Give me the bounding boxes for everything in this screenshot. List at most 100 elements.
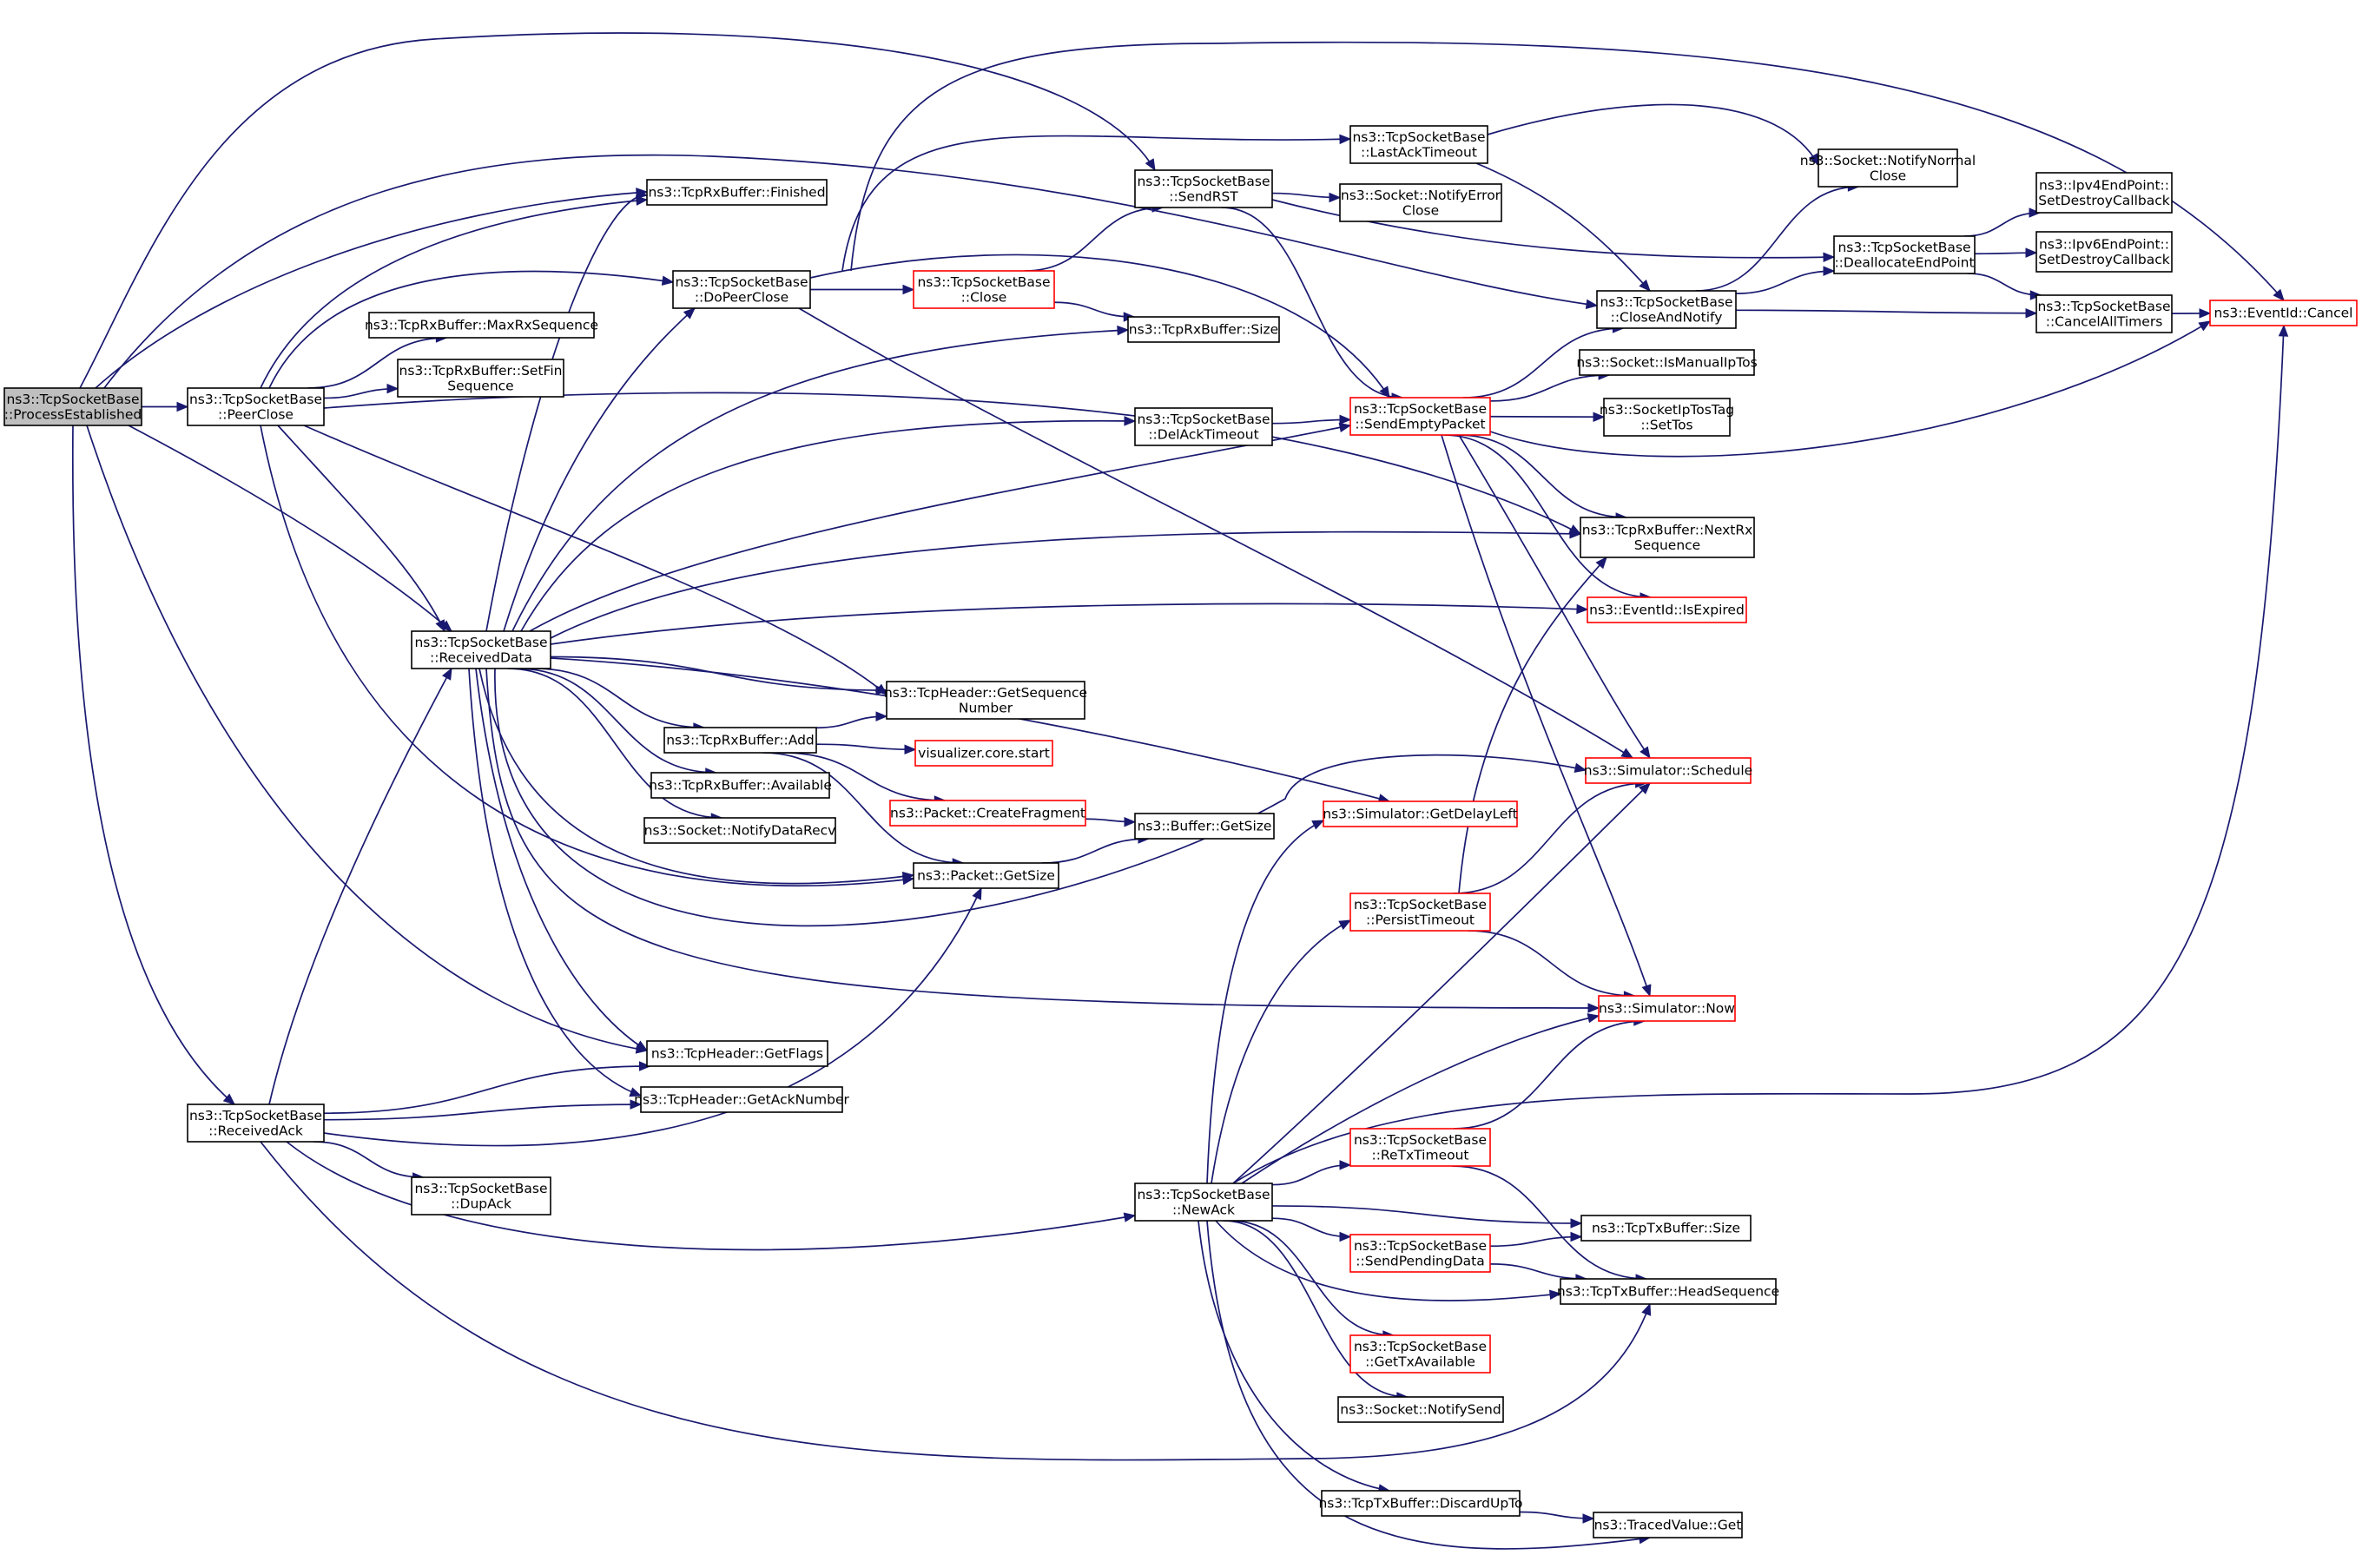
node-now[interactable]: ns3::Simulator::Now [1598, 995, 1736, 1022]
node-label-line: ns3::Simulator::Schedule [1584, 763, 1752, 779]
node-ra[interactable]: ns3::TcpSocketBase::ReceivedAck [187, 1104, 325, 1143]
call-edge-pc-pgs [260, 425, 914, 887]
node-gf[interactable]: ns3::TcpHeader::GetFlags [646, 1040, 828, 1067]
call-edge-pc-dpc [268, 270, 674, 389]
node-pt[interactable]: ns3::TcpSocketBase::PersistTimeout [1349, 893, 1491, 932]
node-sep[interactable]: ns3::TcpSocketBase::SendEmptyPacket [1349, 397, 1491, 436]
call-edge-na-ec [1232, 325, 2285, 1184]
call-edge-ra-rd [268, 668, 452, 1105]
node-label-line: ns3::TcpTxBuffer::Size [1592, 1221, 1740, 1236]
node-i6[interactable]: ns3::Ipv6EndPoint::SetDestroyCallback [2035, 231, 2173, 273]
node-dat[interactable]: ns3::TcpSocketBase::DelAckTimeout [1134, 407, 1273, 446]
node-pc[interactable]: ns3::TcpSocketBase::PeerClose [187, 387, 325, 426]
node-tvg[interactable]: ns3::TracedValue::Get [1593, 1512, 1743, 1538]
node-box [1603, 398, 1731, 437]
edge-arrowhead [635, 188, 649, 200]
node-ndr[interactable]: ns3::Socket::NotifyDataRecv [643, 817, 836, 844]
node-rd[interactable]: ns3::TcpSocketBase::ReceivedData [411, 630, 551, 669]
node-lat[interactable]: ns3::TcpSocketBase::LastAckTimeout [1349, 125, 1488, 164]
edge-arrowhead [636, 195, 649, 206]
node-hs[interactable]: ns3::TcpTxBuffer::HeadSequence [1557, 1278, 1779, 1305]
node-vcs[interactable]: visualizer.core.start [914, 740, 1053, 767]
node-box [913, 270, 1055, 309]
node-i4[interactable]: ns3::Ipv4EndPoint::SetDestroyCallback [2035, 172, 2173, 214]
node-label-line: ::PersistTimeout [1366, 912, 1475, 927]
call-edge-ra-hs [260, 1141, 1651, 1461]
edge-arrowhead [2198, 320, 2212, 332]
edge-arrowhead [1124, 816, 1137, 827]
node-dpc[interactable]: ns3::TcpSocketBase::DoPeerClose [672, 270, 811, 309]
edge-arrowhead [638, 1061, 651, 1071]
node-cl[interactable]: ns3::TcpSocketBase::Close [913, 270, 1055, 309]
node-rxs[interactable]: ns3::TcpRxBuffer::Size [1127, 316, 1280, 343]
node-dut[interactable]: ns3::TcpTxBuffer::DiscardUpTo [1318, 1490, 1523, 1517]
node-bgs[interactable]: ns3::Buffer::GetSize [1134, 813, 1275, 840]
node-fin[interactable]: ns3::TcpRxBuffer::Finished [646, 179, 828, 206]
node-txs[interactable]: ns3::TcpTxBuffer::Size [1580, 1215, 1752, 1242]
node-gdl[interactable]: ns3::Simulator::GetDelayLeft [1323, 800, 1518, 827]
node-stos[interactable]: ns3::SocketIpTosTag::SetTos [1600, 398, 1734, 437]
call-edge-na-gdl [1206, 820, 1324, 1184]
call-edge-pc-rd [277, 425, 445, 632]
node-label-line: ::GetTxAvailable [1365, 1354, 1475, 1369]
edge-arrowhead [1587, 1013, 1600, 1024]
node-gan[interactable]: ns3::TcpHeader::GetAckNumber [634, 1086, 849, 1113]
node-box [886, 681, 1085, 720]
call-edge-sep-ec [1489, 320, 2211, 458]
node-label-line: ::ReTxTimeout [1371, 1147, 1468, 1163]
node-box [411, 630, 551, 669]
node-label-line: Close [1870, 168, 1906, 183]
node-label-line: ns3::TcpTxBuffer::HeadSequence [1557, 1284, 1779, 1300]
node-ns[interactable]: ns3::Socket::NotifySend [1337, 1396, 1504, 1423]
node-pgs[interactable]: ns3::Packet::GetSize [913, 862, 1059, 889]
node-label-line: ns3::TcpSocketBase [1354, 897, 1487, 912]
node-na[interactable]: ns3::TcpSocketBase::NewAck [1134, 1183, 1273, 1222]
node-can[interactable]: ns3::TcpSocketBase::CloseAndNotify [1596, 290, 1737, 329]
node-dep[interactable]: ns3::TcpSocketBase::DeallocateEndPoint [1833, 235, 1976, 274]
node-label-line: visualizer.core.start [918, 746, 1050, 761]
node-da[interactable]: ns3::TcpSocketBase::DupAck [411, 1176, 551, 1216]
call-edge-dpc-ec [850, 41, 2285, 301]
node-spd[interactable]: ns3::TcpSocketBase::SendPendingData [1349, 1234, 1491, 1273]
node-cf[interactable]: ns3::Packet::CreateFragment [889, 800, 1086, 827]
edge-arrowhead [1569, 529, 1582, 539]
node-add[interactable]: ns3::TcpRxBuffer::Add [663, 727, 817, 754]
edge-arrowhead [2273, 288, 2285, 301]
node-srst[interactable]: ns3::TcpSocketBase::SendRST [1134, 169, 1273, 208]
edge-arrowhead [222, 1093, 235, 1105]
node-iex[interactable]: ns3::EventId::IsExpired [1587, 596, 1747, 623]
node-label-line: ns3::TcpSocketBase [1137, 174, 1270, 189]
call-edge-na-rtt [1271, 1163, 1351, 1186]
node-mrs[interactable]: ns3::TcpRxBuffer::MaxRxSequence [365, 312, 598, 339]
call-edge-rd-now [485, 668, 1600, 1009]
call-edge-pc-mrs [307, 337, 447, 389]
node-pe[interactable]: ns3::TcpSocketBase::ProcessEstablished [3, 387, 142, 426]
node-gta[interactable]: ns3::TcpSocketBase::GetTxAvailable [1349, 1334, 1491, 1374]
call-edge-dep-cat [1967, 273, 2042, 296]
node-box [1134, 169, 1273, 208]
node-box [368, 312, 595, 339]
node-label-line: ns3::Socket::NotifyError [1341, 188, 1501, 203]
node-av[interactable]: ns3::TcpRxBuffer::Available [649, 772, 832, 799]
node-sch[interactable]: ns3::Simulator::Schedule [1584, 757, 1752, 784]
call-edge-ra-pgs [323, 887, 982, 1147]
node-box [1321, 1490, 1521, 1517]
node-rtt[interactable]: ns3::TcpSocketBase::ReTxTimeout [1349, 1128, 1491, 1167]
node-imt[interactable]: ns3::Socket::IsManualIpTos [1576, 349, 1758, 376]
call-edge-pgs-bgs [1041, 838, 1150, 864]
node-ec[interactable]: ns3::EventId::Cancel [2209, 300, 2358, 326]
node-label-line: ns3::TcpRxBuffer::SetFin [399, 363, 563, 379]
call-edge-spd-hs [1489, 1263, 1587, 1280]
node-label-line: ::SendRST [1169, 188, 1238, 204]
node-label-line: ns3::TcpSocketBase [1354, 1238, 1487, 1254]
edge-arrowhead [2025, 307, 2038, 319]
edge-arrowhead [1339, 414, 1352, 425]
call-edge-ra-gf [323, 1065, 650, 1115]
call-edge-sep-imt [1489, 374, 1610, 402]
node-cat[interactable]: ns3::TcpSocketBase::CancelAllTimers [2035, 294, 2173, 333]
